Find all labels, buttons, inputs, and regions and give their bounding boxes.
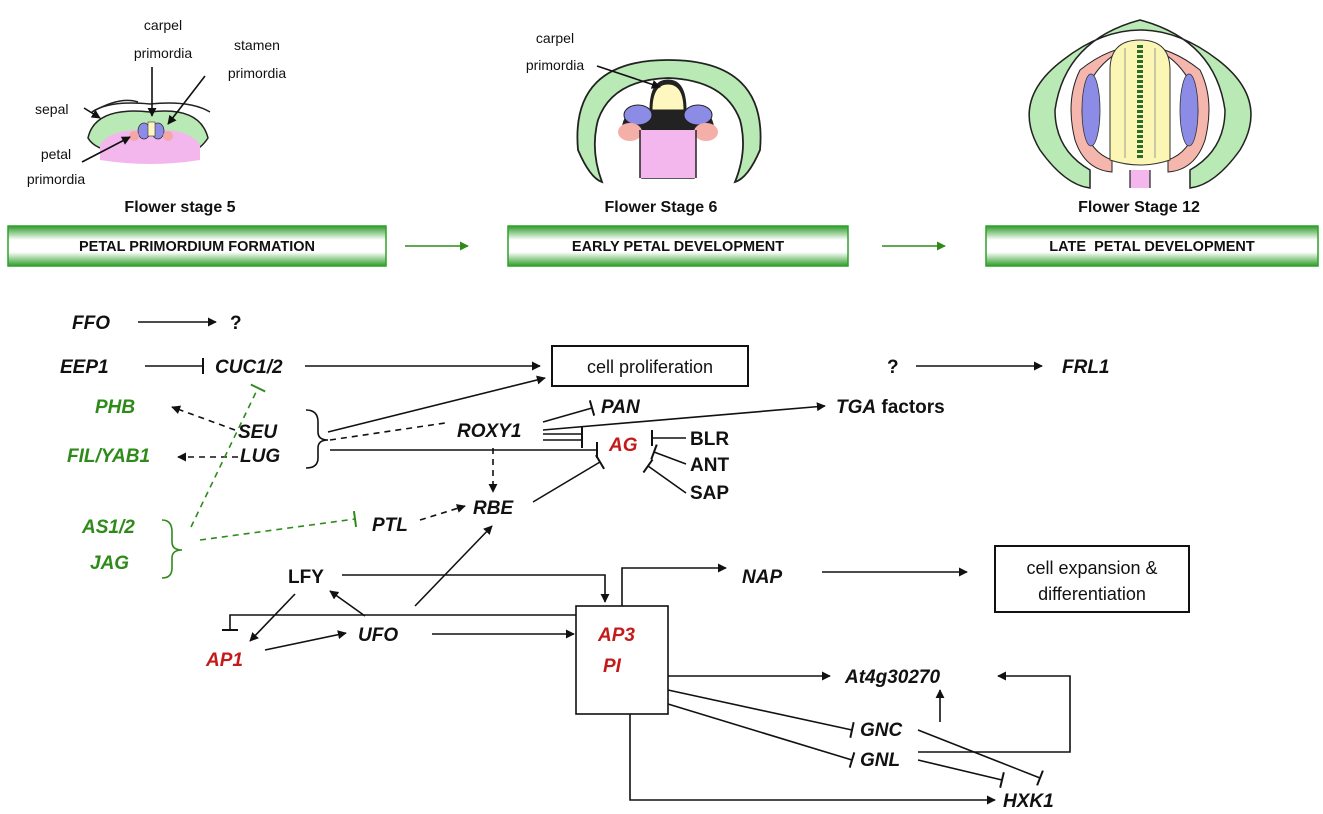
gene-GNC: GNC	[860, 720, 903, 741]
svg-text:EARLY PETAL DEVELOPMENT: EARLY PETAL DEVELOPMENT	[572, 239, 784, 255]
gene-PI: PI	[603, 656, 622, 677]
gene-ANT: ANT	[690, 455, 729, 476]
network-edges	[138, 317, 1071, 805]
gene-FIL-YAB1: FIL/YAB1	[67, 446, 150, 467]
carpel-label-s6: carpel	[536, 30, 574, 46]
stamen-label-s5: stamen	[234, 37, 280, 53]
gene-At4g30270: At4g30270	[844, 667, 940, 688]
gene-AP1: AP1	[205, 650, 243, 671]
flower-stage-5-labels: carpel primordia stamen primordia sepal …	[27, 17, 287, 187]
gene-RBE: RBE	[473, 498, 514, 519]
AP3-PI-box	[575, 605, 669, 715]
differentiation-label: differentiation	[1038, 584, 1146, 604]
gene-UFO: UFO	[358, 625, 398, 646]
banner-petal-primordium-formation: PETAL PRIMORDIUM FORMATION	[7, 225, 387, 267]
gene-ROXY1: ROXY1	[457, 421, 521, 442]
gene-SAP: SAP	[690, 483, 729, 504]
cell-proliferation-label: cell proliferation	[587, 357, 713, 377]
gene-BLR: BLR	[690, 429, 729, 450]
gene-LUG: LUG	[240, 446, 280, 467]
primordia-label-s5: primordia	[134, 45, 193, 61]
gene-AS1-2: AS1/2	[81, 517, 135, 538]
gene-GNL: GNL	[860, 750, 900, 771]
banner-late-petal-development: LATE PETAL DEVELOPMENT	[985, 225, 1319, 267]
gene-PHB: PHB	[95, 397, 135, 418]
stamen-primordia-label-s5: primordia	[228, 65, 287, 81]
petal-primordia-label-s5: primordia	[27, 171, 86, 187]
gene-SEU: SEU	[238, 422, 278, 443]
flower-stage-12-drawing	[1028, 19, 1252, 189]
carpel-label-s5: carpel	[144, 17, 182, 33]
svg-text:PETAL PRIMORDIUM FORMATION: PETAL PRIMORDIUM FORMATION	[79, 239, 315, 255]
cell-proliferation-box	[551, 345, 749, 387]
gene-AP3: AP3	[597, 625, 635, 646]
flower-stage-6-drawing	[576, 59, 762, 184]
gene-FFO: FFO	[72, 313, 110, 334]
svg-text:LATE PETAL DEVELOPMENT: LATE PETAL DEVELOPMENT	[1049, 239, 1255, 255]
gene-PAN: PAN	[601, 397, 641, 418]
gene-HXK1: HXK1	[1003, 791, 1054, 812]
petal-label-s5: petal	[41, 146, 71, 162]
carpel-primordia-label-s6: primordia	[526, 57, 585, 73]
banner-early-petal-development: EARLY PETAL DEVELOPMENT	[507, 225, 849, 267]
unknown-target-2: ?	[887, 357, 899, 378]
cell-expansion-label: cell expansion &	[1026, 558, 1157, 578]
gene-PTL: PTL	[372, 515, 408, 536]
unknown-target-1: ?	[230, 313, 242, 334]
gene-LFY: LFY	[288, 567, 324, 588]
sepal-label-s5: sepal	[35, 101, 68, 117]
stage-6-title: Flower Stage 6	[605, 199, 718, 216]
gene-JAG: JAG	[90, 553, 129, 574]
flower-stage-5-drawing	[87, 99, 211, 164]
stage-5-title: Flower stage 5	[124, 199, 235, 216]
gene-AG: AG	[608, 435, 638, 456]
gene-FRL1: FRL1	[1062, 357, 1110, 378]
gene-NAP: NAP	[742, 567, 782, 588]
gene-TGA-factors: TGA factors	[836, 397, 945, 418]
cell-expansion-box	[994, 545, 1190, 613]
stage-12-title: Flower Stage 12	[1078, 199, 1200, 216]
gene-CUC1-2: CUC1/2	[215, 357, 283, 378]
gene-EEP1: EEP1	[60, 357, 109, 378]
